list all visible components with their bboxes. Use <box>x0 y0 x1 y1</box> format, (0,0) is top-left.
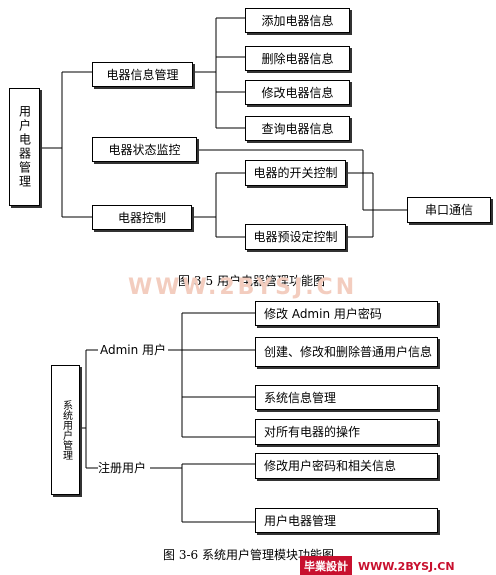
branch-appliance-info-management: 电器信息管理 <box>92 62 193 87</box>
node-modify-appliance-info: 修改电器信息 <box>245 80 350 105</box>
watermark: WWW.2BYSJ.CN <box>128 275 358 300</box>
node-appliance-preset-control: 电器预设定控制 <box>245 224 346 250</box>
branch-appliance-status-monitor: 电器状态监控 <box>92 137 197 162</box>
site-badge: 毕業設計 WWW.2BYSJ.CN <box>300 556 455 575</box>
node-all-appliance-operations: 对所有电器的操作 <box>255 419 438 445</box>
root-label: 用户电器管理 <box>17 105 32 189</box>
figure-3-5-caption: 图 3-5 用户电器管理功能图 <box>178 274 325 288</box>
node-change-admin-password: 修改 Admin 用户密码 <box>255 301 438 326</box>
node-query-appliance-info: 查询电器信息 <box>245 116 350 141</box>
root-label: 系统用户管理 <box>60 400 72 460</box>
node-system-info-management: 系统信息管理 <box>255 385 438 410</box>
node-change-user-password: 修改用户密码和相关信息 <box>255 453 438 479</box>
node-user-appliance-management: 用户电器管理 <box>255 508 438 533</box>
root-system-user-management: 系统用户管理 <box>51 365 80 495</box>
node-manage-normal-users: 创建、修改和删除普通用户信息 <box>255 337 438 367</box>
site-url: WWW.2BYSJ.CN <box>358 559 455 573</box>
node-appliance-switch-control: 电器的开关控制 <box>245 160 346 186</box>
node-add-appliance-info: 添加电器信息 <box>245 8 350 33</box>
branch-admin-user: Admin 用户 <box>100 343 167 357</box>
branch-registered-user: 注册用户 <box>98 461 147 475</box>
node-delete-appliance-info: 删除电器信息 <box>245 46 350 71</box>
root-user-appliance-management: 用户电器管理 <box>9 88 40 206</box>
branch-appliance-control: 电器控制 <box>92 205 192 230</box>
site-logo: 毕業設計 <box>300 556 352 575</box>
figure-3-6-caption: 图 3-6 系统用户管理模块功能图 <box>163 548 334 562</box>
node-serial-communication: 串口通信 <box>407 197 491 223</box>
